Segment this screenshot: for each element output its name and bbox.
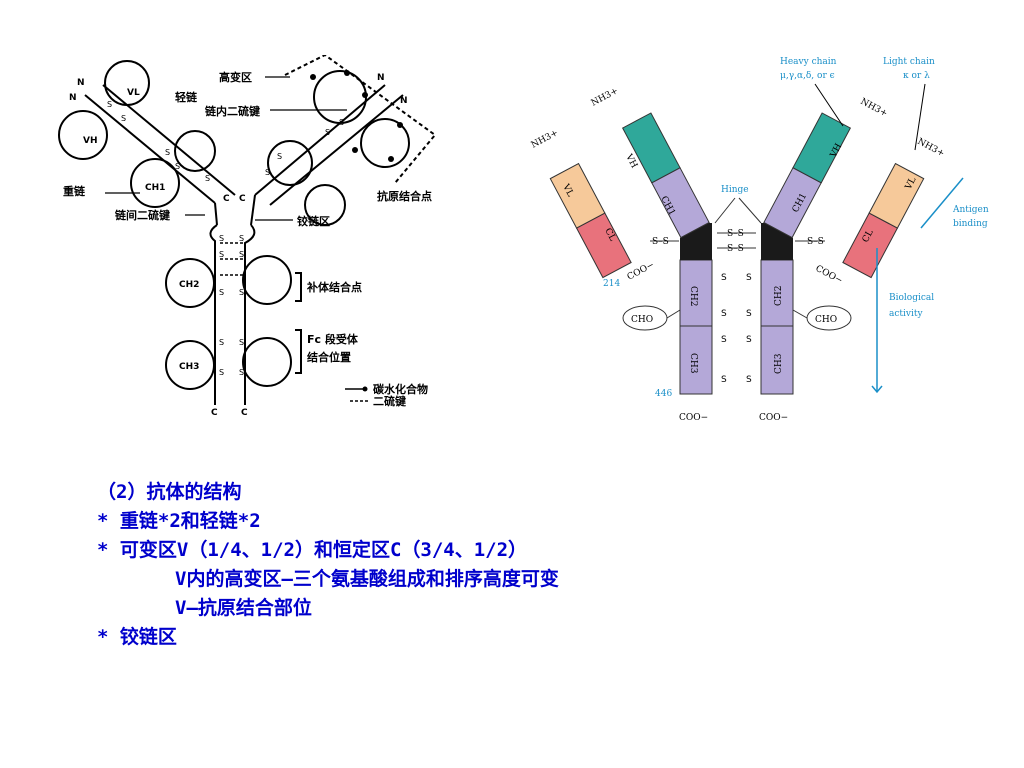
right-vl-domain <box>868 162 925 229</box>
label-ch2: CH2 <box>688 286 698 306</box>
label-light-chain-classes: κ or λ <box>903 71 930 81</box>
text-line: （2）抗体的结构 <box>97 481 242 503</box>
label-heavy-chain: Heavy chain <box>780 57 837 67</box>
label-n: N <box>69 93 77 103</box>
label-heavy-chain-classes: μ,γ,α,δ, or ϵ <box>780 71 835 81</box>
label-s: S <box>121 114 126 123</box>
label-c: C <box>211 408 218 418</box>
label-ch1: CH1 <box>145 183 165 193</box>
label-s: S <box>239 338 244 347</box>
label-coo: COO− <box>759 413 788 423</box>
label-light-chain: 轻链 <box>175 90 198 104</box>
label-biological-activity: Biological <box>889 293 934 303</box>
label-n: N <box>77 78 85 88</box>
label-nh3: NH3+ <box>590 86 620 108</box>
label-s: S <box>205 174 210 183</box>
label-biological-activity-2: activity <box>889 309 923 319</box>
label-hinge-region: 铰链区 <box>297 214 330 228</box>
label-s: S <box>219 338 224 347</box>
label-nh3: NH3+ <box>859 97 889 119</box>
label-c: C <box>241 408 248 418</box>
text-line-indented: V—抗原结合部位 <box>175 597 312 619</box>
label-complement-binding: 补体结合点 <box>306 280 362 294</box>
label-ch2: CH2 <box>774 286 784 306</box>
label-interchain-disulfide: 链间二硫键 <box>115 208 171 222</box>
label-s: S <box>219 368 224 377</box>
label-s: S <box>239 250 244 259</box>
label-res-446: 446 <box>655 389 672 399</box>
label-ss: S–S <box>727 229 744 239</box>
label-light-chain: Light chain <box>883 57 935 67</box>
label-n: N <box>377 73 385 83</box>
label-s: S <box>325 128 330 137</box>
label-ch3: CH3 <box>179 362 199 372</box>
legend-carbohydrate: 碳水化合物 <box>373 382 428 396</box>
label-s: S <box>219 288 224 297</box>
label-antigen-binding: Antigen <box>952 205 989 215</box>
label-nh3: NH3+ <box>916 137 946 159</box>
label-hypervariable: 高变区 <box>219 70 252 84</box>
label-s: S <box>746 375 752 385</box>
label-n: N <box>400 96 408 106</box>
label-s: S <box>239 368 244 377</box>
right-vh-domain <box>792 112 852 184</box>
label-vh: VH <box>83 136 98 146</box>
label-heavy-chain: 重链 <box>63 184 86 198</box>
label-nh3: NH3+ <box>530 128 560 150</box>
label-s: S <box>165 148 170 157</box>
label-s: S <box>721 335 727 345</box>
label-c: C <box>239 194 246 204</box>
label-s: S <box>746 309 752 319</box>
label-c: C <box>223 194 230 204</box>
label-s: S <box>721 273 727 283</box>
left-vh-domain <box>621 112 681 184</box>
label-ch3: CH3 <box>774 353 784 374</box>
legend-disulfide: 二硫键 <box>373 394 407 408</box>
label-coo: COO− <box>814 264 844 287</box>
label-s: S <box>746 335 752 345</box>
label-ch3: CH3 <box>688 353 698 374</box>
label-ss: S–S <box>807 237 824 247</box>
label-vl: VL <box>127 88 140 98</box>
label-cho: CHO <box>631 315 653 325</box>
label-ch2: CH2 <box>179 280 199 290</box>
label-intrachain-disulfide: 链内二硫键 <box>205 104 261 118</box>
label-fc-receptor-site: 结合位置 <box>306 350 351 364</box>
label-antigen-binding-site: 抗原结合点 <box>377 189 432 203</box>
label-s: S <box>107 100 112 109</box>
label-s: S <box>265 168 270 177</box>
label-hinge: Hinge <box>721 185 749 195</box>
label-s: S <box>239 234 244 243</box>
label-s: S <box>239 288 244 297</box>
label-antigen-binding-2: binding <box>953 219 988 229</box>
text-line: * 可变区V（1/4、1/2）和恒定区C（3/4、1/2） <box>97 539 528 561</box>
label-ss: S–S <box>652 237 669 247</box>
text-line: * 重链*2和轻链*2 <box>97 510 261 532</box>
antibody-diagram-english: VH CH1 VH CH1 VL CL VL CL CH2 CH3 CH2 CH… <box>530 57 989 423</box>
label-fc-receptor: Fc 段受体 <box>307 332 359 346</box>
lecture-text: （2）抗体的结构 * 重链*2和轻链*2 * 可变区V（1/4、1/2）和恒定区… <box>97 478 857 652</box>
label-s: S <box>721 309 727 319</box>
label-s: S <box>175 162 180 171</box>
text-line: * 铰链区 <box>97 626 177 648</box>
label-s: S <box>277 152 282 161</box>
antibody-diagram-chinese: N N N N VL VH CH1 CH2 CH3 轻链 高变区 链内二硫键 抗… <box>58 55 437 418</box>
text-line-indented: V内的高变区—三个氨基酸组成和排序高度可变 <box>175 568 559 590</box>
label-s: S <box>219 250 224 259</box>
right-ch3-domain <box>760 325 794 395</box>
left-vl-domain <box>549 162 606 229</box>
label-s: S <box>219 234 224 243</box>
label-res-214: 214 <box>603 279 620 289</box>
label-cho: CHO <box>815 315 837 325</box>
label-s: S <box>721 375 727 385</box>
left-ch3-domain <box>679 325 713 395</box>
label-coo: COO− <box>679 413 708 423</box>
label-s: S <box>339 118 344 127</box>
label-ss: S–S <box>727 244 744 254</box>
label-s: S <box>746 273 752 283</box>
